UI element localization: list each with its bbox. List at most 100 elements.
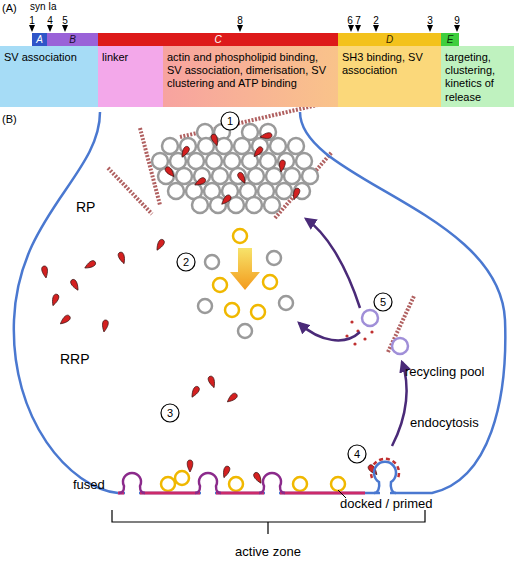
flow-arrow: [392, 362, 407, 446]
flow-arrows: [299, 219, 407, 446]
site-marker: [47, 25, 53, 32]
domain-function-text: linker: [102, 51, 159, 64]
synapsin: [190, 385, 201, 398]
state-label: fused: [73, 478, 105, 492]
fused-vesicle: [195, 473, 221, 493]
synaptic-vesicle: [212, 168, 228, 184]
domain-function-text: actin and phospholipid binding, SV assoc…: [167, 51, 334, 91]
site-marker: [454, 25, 460, 32]
synaptic-vesicle: [233, 229, 247, 243]
synapsin-dot: [363, 337, 366, 340]
domain-segment: A: [32, 33, 47, 46]
site-markers: [29, 25, 460, 32]
synaptic-vesicle: [251, 305, 265, 319]
site-marker: [237, 25, 243, 32]
active-zone-membrane: [118, 492, 365, 495]
fusion-pore: [201, 491, 215, 496]
domain-function-box: SV association: [0, 46, 98, 107]
synapsin: [164, 166, 176, 179]
docked-vesicle: [293, 477, 307, 491]
pool-label: RRP: [60, 352, 90, 367]
synapsin: [70, 278, 81, 291]
state-label: docked / primed: [340, 497, 433, 511]
mobilisation-arrow: [230, 248, 260, 290]
synaptic-vesicle: [216, 138, 232, 154]
endocytic-neck: [380, 491, 390, 496]
site-marker: [355, 25, 361, 32]
fused-vesicles: [119, 473, 285, 493]
synapsin: [252, 146, 264, 159]
recycled-vesicle: [392, 338, 408, 354]
synaptic-vesicle: [266, 168, 282, 184]
callout-number: 1: [227, 115, 233, 127]
recycling-pool: [362, 310, 408, 354]
synapsin-dot: [350, 320, 353, 323]
synaptic-vesicle: [192, 197, 208, 213]
domain-segment: D: [338, 33, 441, 46]
synaptic-vesicle: [276, 183, 292, 199]
synapsin: [41, 266, 49, 279]
synapsin: [187, 460, 193, 472]
domain-function-box: SH3 binding, SV association: [338, 46, 441, 107]
region-label: active zone: [235, 545, 301, 559]
terminal-membrane: [14, 112, 506, 493]
site-number: 7: [355, 15, 361, 26]
synaptic-vesicle: [168, 183, 184, 199]
synapsin-dot: [345, 334, 348, 337]
domain-function-text: SH3 binding, SV association: [342, 51, 437, 77]
domain-letter: C: [214, 34, 221, 46]
callout-circle: [348, 445, 366, 463]
active-zone-segment: [140, 492, 200, 495]
domain-segment: E: [441, 33, 459, 46]
clathrin-coat: [371, 459, 399, 478]
synaptic-vesicle: [162, 138, 178, 154]
site-number: 4: [47, 15, 53, 26]
synapsin: [59, 314, 72, 326]
site-number: 2: [373, 15, 379, 26]
docked-vesicle: [161, 477, 175, 491]
domain-letter: B: [69, 34, 76, 46]
domain-letter: E: [447, 34, 454, 46]
active-zone-bracket: [112, 510, 425, 534]
domain-function-text: SV association: [4, 51, 94, 64]
synaptic-vesicle: [234, 138, 250, 154]
synapsin: [193, 177, 206, 188]
callout-number: 5: [380, 296, 386, 308]
callout-number: 2: [183, 256, 189, 268]
synapsin: [237, 171, 248, 184]
synaptic-vesicle: [279, 296, 293, 310]
readily-releasable-pool: [161, 229, 345, 491]
callout-circle: [221, 112, 239, 130]
synaptic-vesicle: [267, 251, 281, 265]
callout-circle: [374, 293, 392, 311]
domain-segment: B: [47, 33, 98, 46]
site-marker: [348, 25, 354, 32]
site-marker: [62, 25, 68, 32]
pool-label: RP: [76, 200, 95, 215]
synaptic-vesicle: [205, 255, 219, 269]
synaptic-vesicle: [206, 153, 222, 169]
synaptic-vesicle: [238, 324, 252, 338]
active-zone-segment: [216, 492, 264, 495]
synaptic-vesicle: [176, 168, 192, 184]
site-number: 9: [454, 15, 460, 26]
flow-arrow: [306, 219, 360, 308]
active-zone-segment: [280, 492, 365, 495]
synapsin: [207, 375, 216, 388]
synaptic-vesicle: [213, 278, 227, 292]
docked-vesicle: [229, 477, 243, 491]
site-number: 8: [237, 15, 243, 26]
synapsin-molecules: [41, 132, 379, 484]
docked-vesicle: [331, 477, 345, 491]
isoform-label: syn Ia: [30, 1, 57, 12]
callout-number: 3: [167, 407, 173, 419]
synapsin: [210, 133, 219, 146]
synapsin-dot: [370, 330, 373, 333]
domain-function-box: linker: [98, 46, 163, 107]
fused-vesicle: [119, 473, 145, 493]
synaptic-vesicle: [246, 197, 262, 213]
synaptic-vesicle: [198, 138, 214, 154]
synaptic-vesicle: [296, 153, 312, 169]
synapsin: [278, 160, 286, 173]
synaptic-vesicle: [225, 303, 239, 317]
